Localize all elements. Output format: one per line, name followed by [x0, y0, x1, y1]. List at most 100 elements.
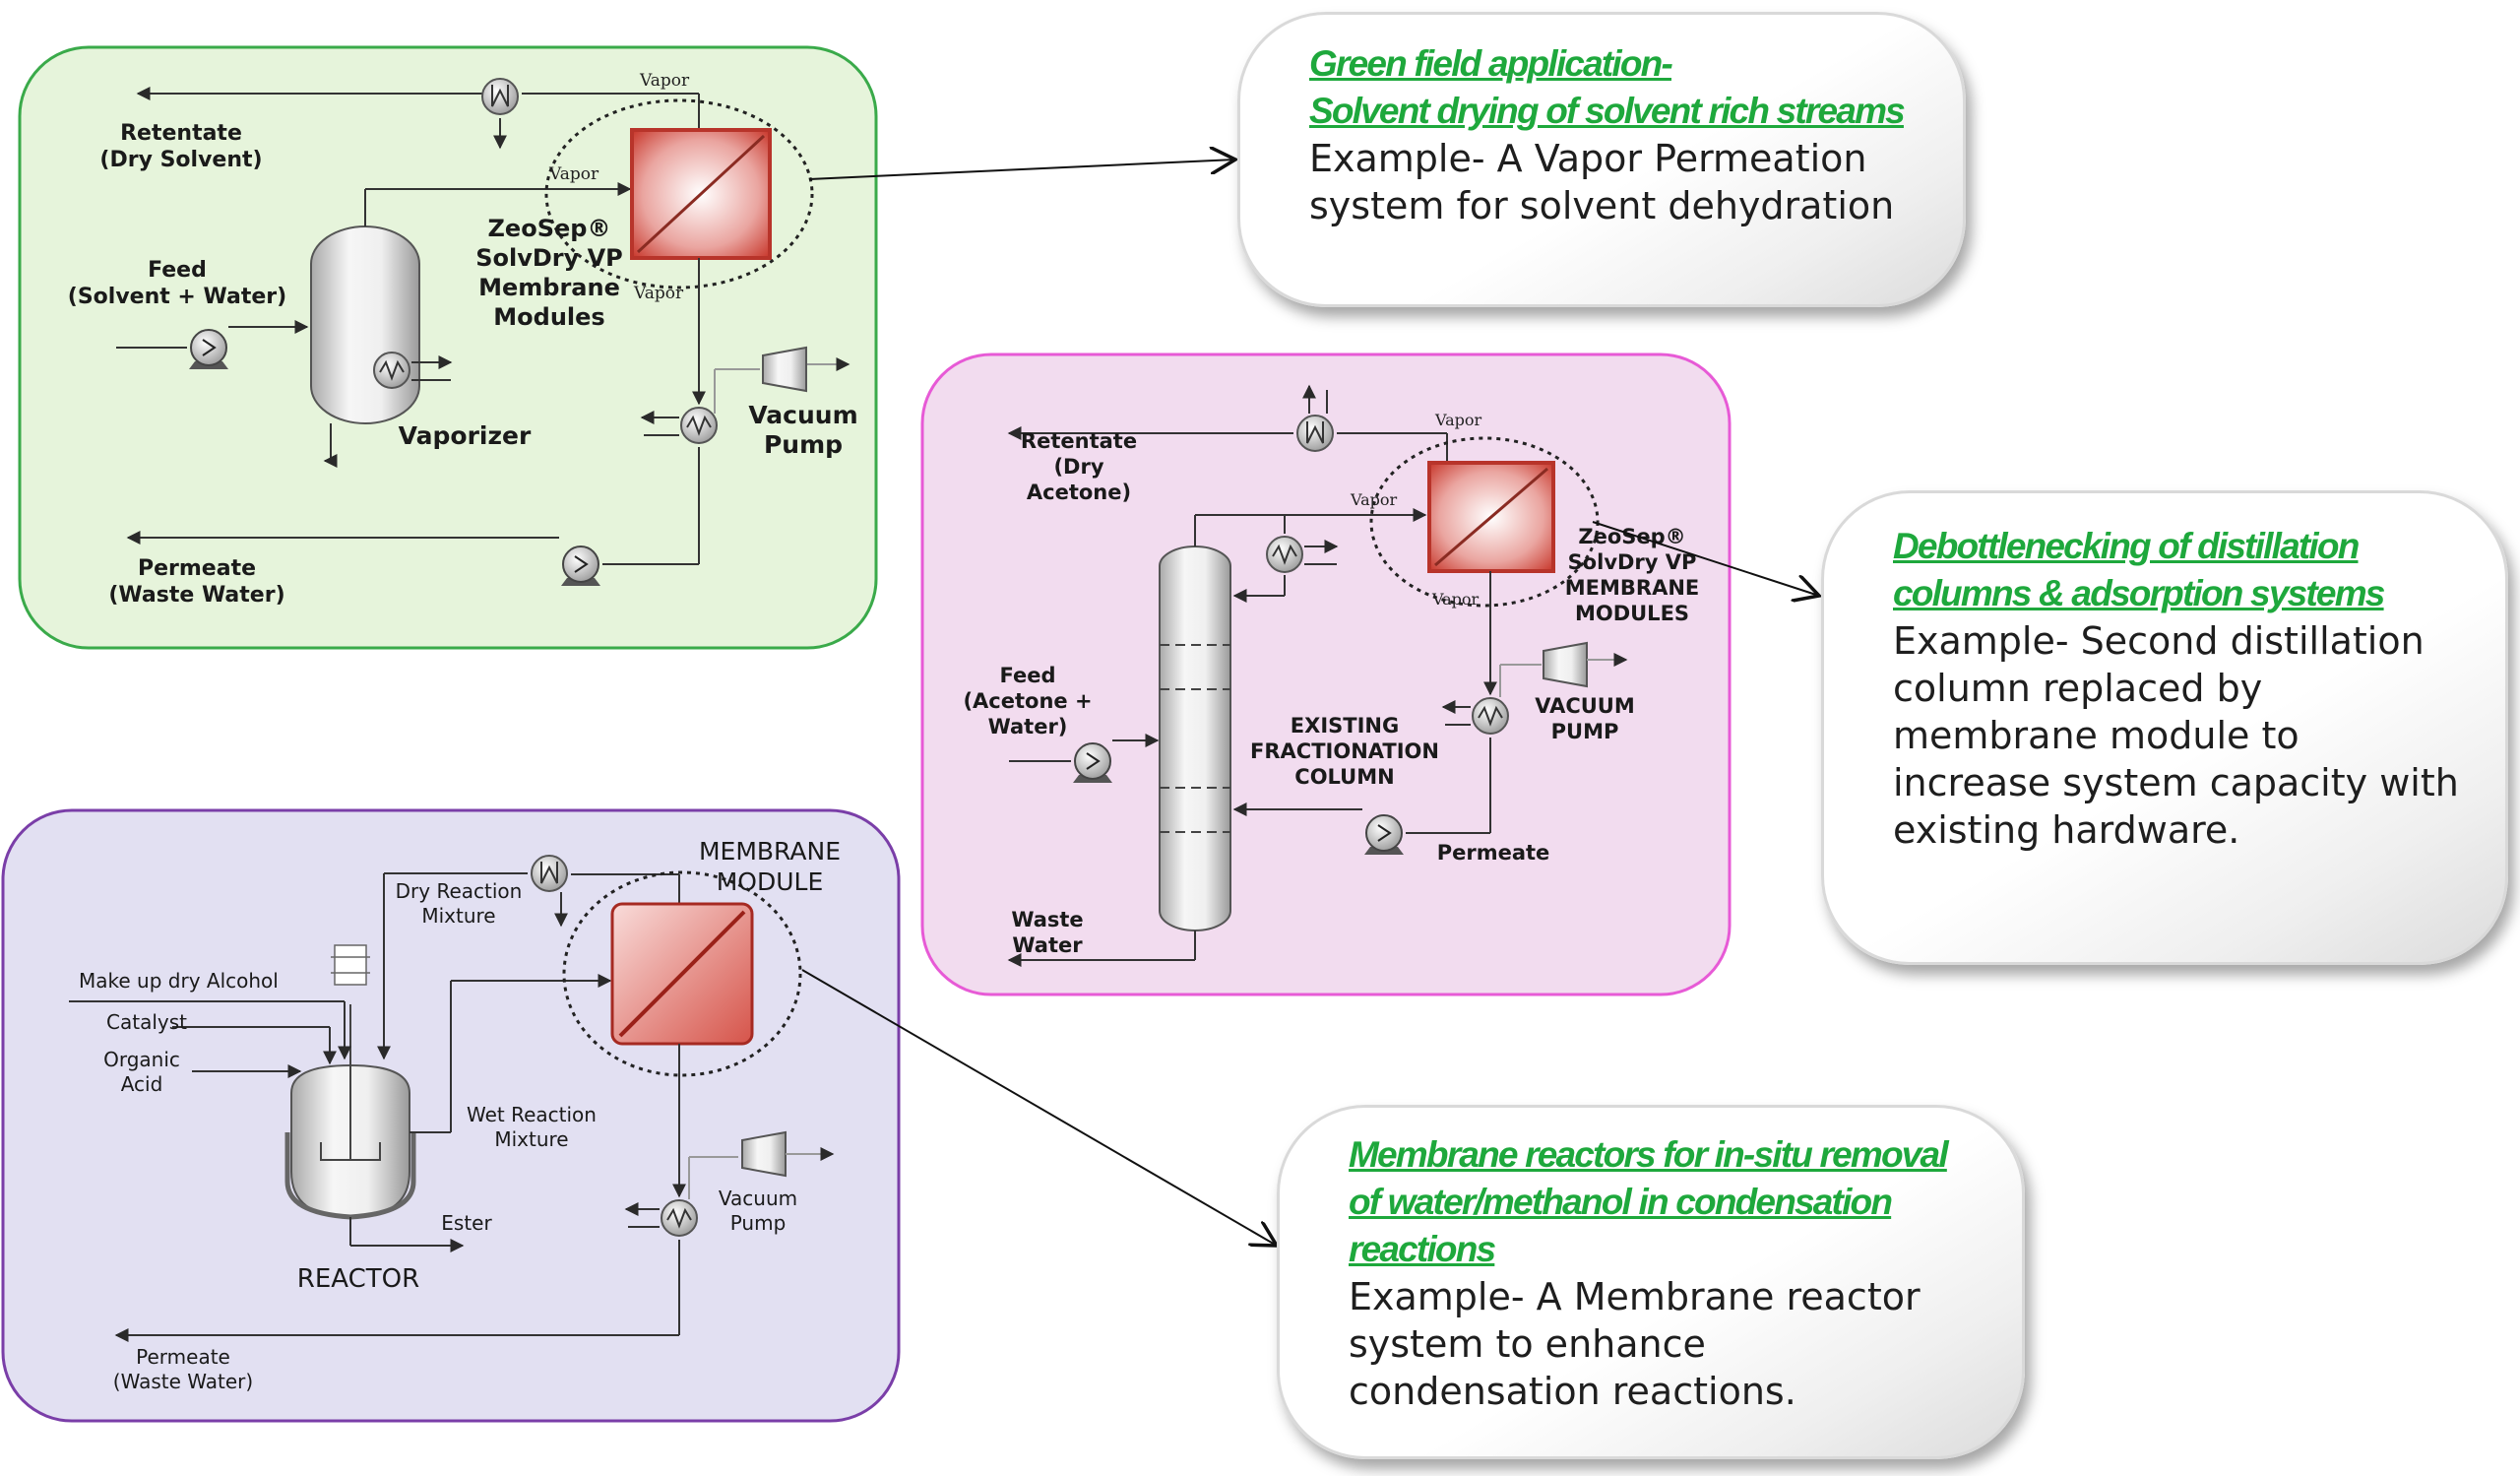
vacuum-pump-icon: [762, 347, 807, 392]
retentate-label: Retentate: [120, 121, 242, 146]
callout-title: of water/methanol in condensation: [1349, 1182, 1893, 1222]
acid-label: Acid: [121, 1072, 163, 1096]
callout-body: membrane module to: [1893, 714, 2300, 757]
dry-mixture-label: Dry Reaction: [396, 879, 523, 903]
panel-solvent-drying: Retentate (Dry Solvent) Feed (Solvent + …: [18, 45, 878, 650]
permeate-label: Permeate: [138, 556, 256, 581]
callout-arrow: [808, 160, 1235, 180]
ester-label: Ester: [441, 1211, 492, 1235]
reactor-vessel-icon: [284, 944, 416, 1220]
permeate-label: (Waste Water): [113, 1370, 253, 1393]
module-label: ZeoSep®: [488, 215, 611, 242]
highlight-circle: [1369, 436, 1600, 608]
feed-pump-icon: [1072, 742, 1113, 784]
permeate-sub-label: (Waste Water): [108, 583, 284, 608]
waste-label: Waste: [1011, 908, 1083, 931]
catalyst-label: Catalyst: [106, 1010, 187, 1034]
callout-body: column replaced by: [1893, 667, 2263, 710]
vapor-label: Vapor: [1431, 590, 1480, 609]
module-label: MODULES: [1575, 602, 1689, 625]
callout-body: system to enhance: [1349, 1322, 1706, 1366]
feed-sub-label: (Solvent + Water): [68, 285, 286, 309]
callout-debottlenecking: Debottlenecking of distillation columns …: [1821, 490, 2508, 965]
retentate-label: (Dry: [1053, 455, 1103, 479]
vapor-label: Vapor: [548, 164, 599, 184]
module-label: SolvDry VP: [1568, 550, 1697, 574]
vapor-label: Vapor: [639, 71, 690, 91]
callout-body: existing hardware.: [1893, 808, 2240, 852]
vacuum-condenser-icon: [680, 407, 718, 444]
vacuum-pump-label: Pump: [730, 1211, 787, 1235]
module-label: ZeoSep®: [1578, 525, 1685, 548]
panel-debottlenecking: Retentate (Dry Acetone) Vapor Vapor Vapo…: [920, 353, 1732, 996]
vacuum-pump-icon: [1543, 642, 1588, 687]
callout-body: increase system capacity with: [1893, 761, 2459, 804]
callout-title: Membrane reactors for in-situ removal: [1349, 1134, 1949, 1175]
callout-green-field: Green field application- Solvent drying …: [1237, 12, 1966, 307]
vapor-label: Vapor: [633, 284, 684, 303]
callout-title: reactions: [1349, 1229, 1496, 1269]
waste-label: Water: [1012, 933, 1083, 957]
vacuum-pump-icon: [741, 1131, 787, 1177]
vacuum-condenser-icon: [661, 1199, 698, 1237]
permeate-label: Permeate: [136, 1345, 230, 1369]
callout-body: Example- Second distillation: [1893, 619, 2425, 663]
column-label: EXISTING: [1291, 714, 1399, 738]
vaporizer-label: Vaporizer: [399, 421, 532, 450]
condenser-icon: [1296, 415, 1334, 452]
callout-title: columns & adsorption systems: [1893, 573, 2385, 613]
retentate-sub-label: (Dry Solvent): [99, 148, 262, 172]
callout-title: Green field application-: [1309, 43, 1673, 84]
callout-body: Example- A Vapor Permeation: [1309, 137, 1867, 180]
feed-label: Feed: [999, 664, 1055, 687]
column-label: COLUMN: [1294, 765, 1394, 789]
vacuum-pump-label: VACUUM: [1535, 694, 1635, 718]
permeate-pump-icon: [1363, 814, 1405, 856]
vacuum-pump-label: Vacuum: [748, 401, 857, 429]
callout-body: condensation reactions.: [1349, 1370, 1796, 1413]
callout-arrow: [801, 969, 1277, 1246]
permeate-pump-icon: [560, 545, 601, 587]
vapor-label: Vapor: [1434, 411, 1482, 429]
module-label: Modules: [493, 303, 604, 331]
feed-label: Feed: [148, 258, 207, 283]
feed-pump-icon: [188, 329, 229, 370]
vapor-label: Vapor: [1350, 490, 1398, 509]
wet-mixture-label: Wet Reaction: [467, 1103, 597, 1126]
highlight-circle: [562, 870, 802, 1077]
reboiler-icon: [373, 352, 410, 389]
callout-title: Debottlenecking of distillation: [1893, 526, 2360, 566]
callout-body: system for solvent dehydration: [1309, 184, 1895, 227]
reflux-exchanger-icon: [1266, 536, 1303, 573]
feed-label: (Acetone +: [963, 689, 1092, 713]
vacuum-condenser-icon: [1472, 697, 1509, 735]
module-label: SolvDry VP: [475, 244, 623, 272]
callout-body: Example- A Membrane reactor: [1349, 1275, 1921, 1318]
module-label: MEMBRANE: [699, 837, 841, 866]
feed-label: Water): [988, 715, 1068, 738]
condenser-icon: [481, 78, 519, 115]
alcohol-label: Make up dry Alcohol: [79, 969, 279, 993]
callout-membrane-reactors: Membrane reactors for in-situ removal of…: [1277, 1105, 2025, 1459]
highlight-circle: [544, 98, 814, 289]
module-label: MEMBRANE: [1565, 576, 1700, 600]
retentate-label: Acetone): [1027, 481, 1131, 504]
wet-mixture-label: Mixture: [494, 1127, 568, 1151]
fractionation-column-icon: [1159, 545, 1231, 931]
column-label: FRACTIONATION: [1250, 739, 1439, 763]
permeate-label: Permeate: [1437, 841, 1550, 865]
panel-membrane-reactor: MEMBRANE MODULE Dry Reaction Mixture Mak…: [1, 808, 901, 1423]
vacuum-pump-label: Vacuum: [719, 1187, 797, 1210]
module-label: Membrane: [478, 274, 620, 301]
acid-label: Organic: [103, 1048, 180, 1071]
reactor-label: REACTOR: [297, 1264, 419, 1294]
callout-title: Solvent drying of solvent rich streams: [1309, 91, 1906, 131]
vacuum-pump-label: PUMP: [1551, 720, 1619, 743]
callout-arrow: [1592, 521, 1819, 596]
module-label: MODULE: [717, 867, 824, 896]
dry-mixture-label: Mixture: [421, 904, 495, 928]
vacuum-pump-label: Pump: [764, 430, 843, 459]
condenser-icon: [531, 855, 568, 892]
retentate-label: Retentate: [1021, 429, 1137, 453]
